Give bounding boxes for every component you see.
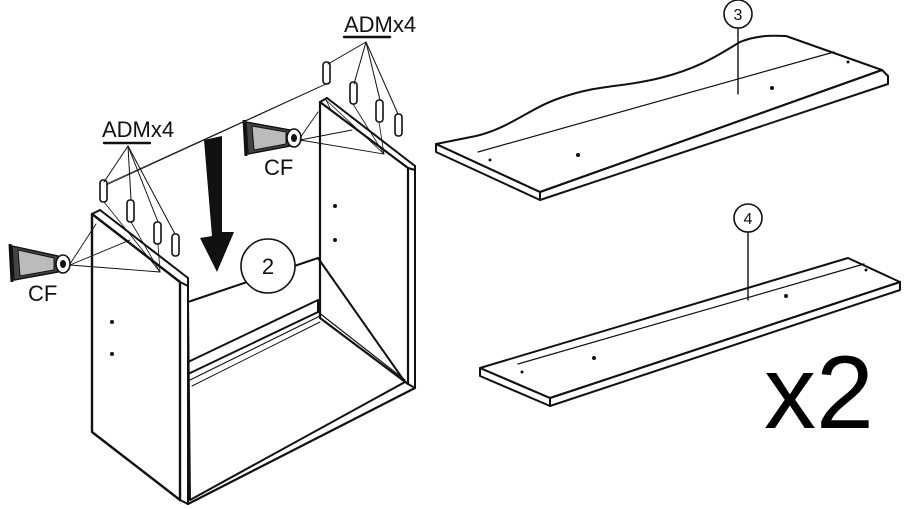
part-number-3-callout: 3 — [723, 0, 753, 95]
bottom-board-4 — [479, 257, 901, 407]
dowel-group-left — [99, 145, 180, 273]
cf-label-right: CF — [264, 155, 293, 180]
adm-label-top: ADMx4 — [344, 12, 416, 37]
dowel-icon — [99, 179, 108, 203]
part-number-2-callout: 2 — [240, 238, 296, 294]
part-number-2: 2 — [262, 254, 274, 279]
dowel-icon — [126, 199, 135, 223]
dowel-icon — [394, 113, 403, 137]
down-arrow-icon — [200, 136, 234, 272]
glue-tube-icon — [8, 223, 161, 283]
part-number-3: 3 — [734, 7, 743, 24]
top-board-3 — [435, 34, 889, 201]
dowel-group-top — [103, 41, 403, 187]
dowel-icon — [322, 61, 331, 85]
cf-label-left: CF — [28, 281, 57, 306]
quantity-multiplier: x2 — [764, 335, 874, 451]
glue-tube-icon — [242, 111, 385, 157]
adm-label-left: ADMx4 — [102, 117, 174, 142]
dowel-icon — [171, 233, 180, 257]
cabinet-carcass — [90, 97, 417, 506]
part-number-4-callout: 4 — [733, 203, 763, 301]
dowel-icon — [349, 81, 358, 105]
dowel-icon — [153, 221, 162, 245]
dowel-icon — [375, 99, 384, 123]
part-number-4: 4 — [744, 211, 753, 228]
